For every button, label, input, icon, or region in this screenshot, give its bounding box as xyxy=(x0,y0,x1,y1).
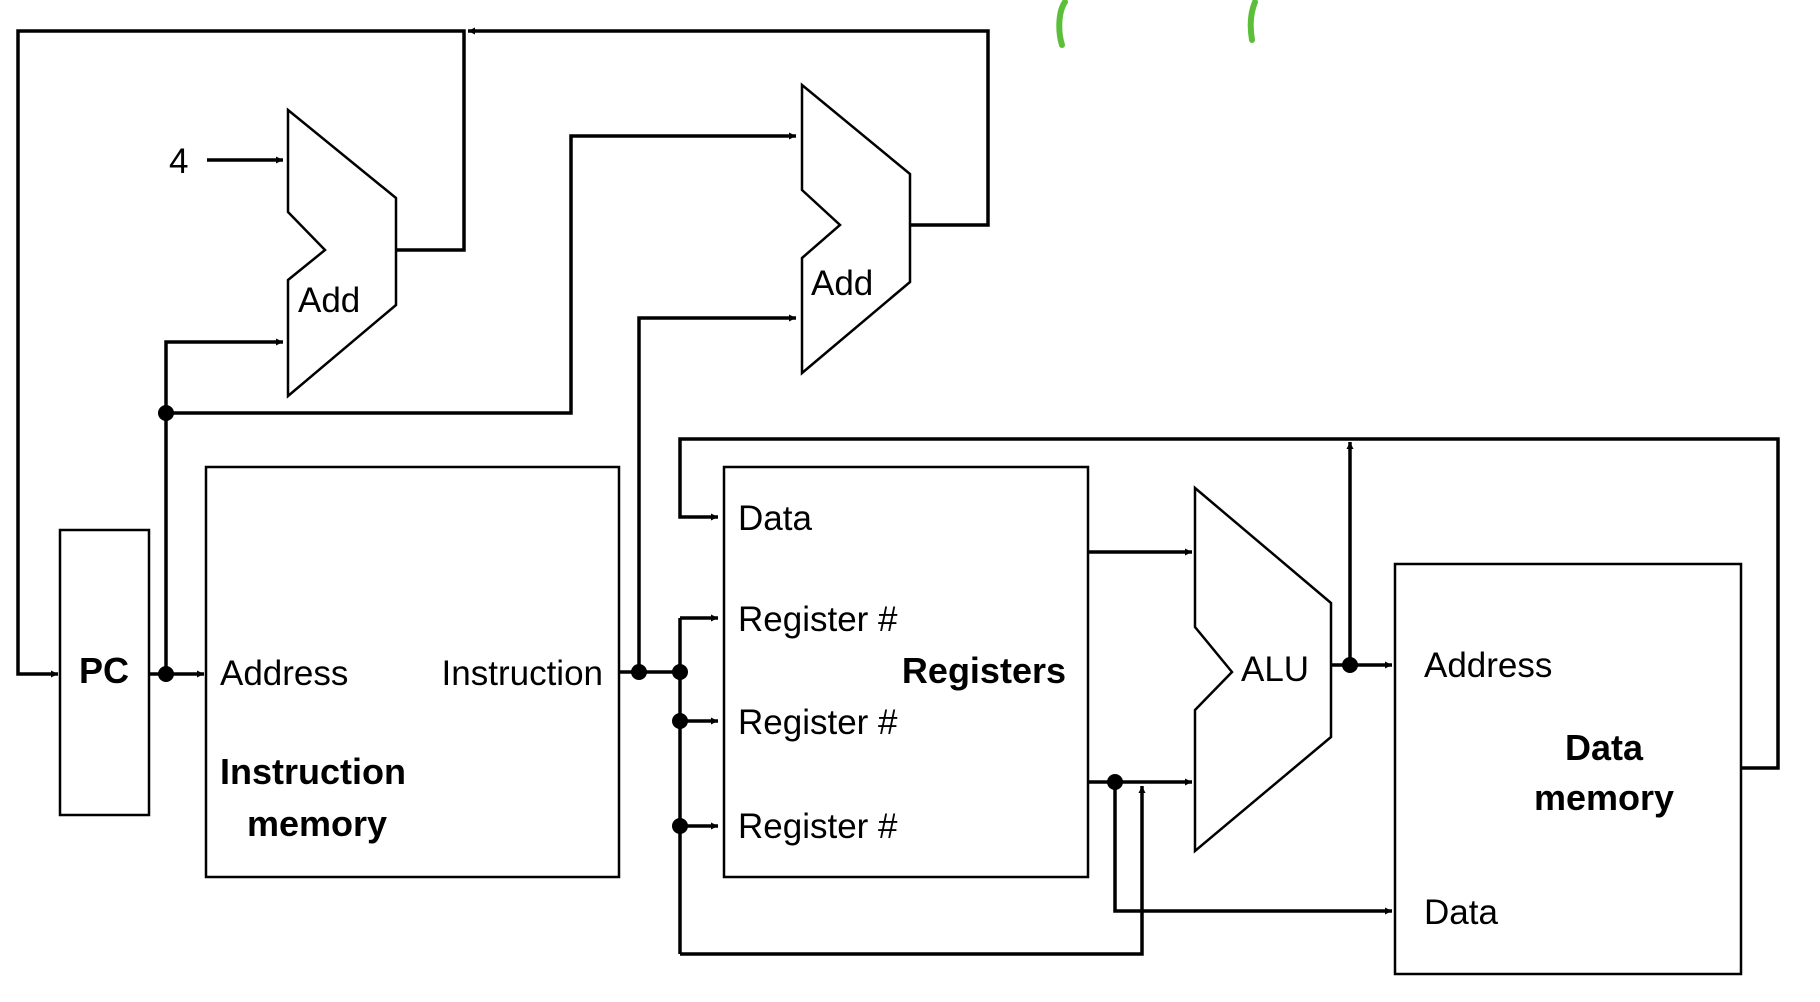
pc-adder xyxy=(286,107,398,399)
pc-register xyxy=(58,528,151,817)
instruction-memory-title-line1: Instruction xyxy=(220,751,406,792)
registers-register-port: Register # xyxy=(738,807,898,846)
instruction-memory-address-port: Address xyxy=(220,654,348,693)
wire-pc-to-branch-adder xyxy=(166,132,796,415)
wire-regout2-to-data-memory xyxy=(1113,782,1392,915)
wire-pc-to-adder xyxy=(164,338,283,674)
pc-label: PC xyxy=(79,650,129,691)
pc-adder-label: Add xyxy=(298,281,360,320)
junction-dot xyxy=(158,666,174,682)
wire-pc-plus-4-feedback xyxy=(16,29,466,678)
junction-dot xyxy=(672,713,688,729)
alu xyxy=(1193,485,1333,854)
branch-adder-label: Add xyxy=(811,264,873,303)
junction-dot xyxy=(672,664,688,680)
junction-dot xyxy=(672,818,688,834)
alu-label: ALU xyxy=(1241,650,1309,689)
registers-register-port: Register # xyxy=(738,600,898,639)
branch-adder xyxy=(800,82,912,376)
wire-instruction-to-branch-adder xyxy=(637,314,796,672)
junction-dot xyxy=(158,405,174,421)
data-memory-title-line1: Data xyxy=(1565,727,1644,768)
handwritten-annotation xyxy=(1056,0,1258,48)
constant-four: 4 xyxy=(169,142,188,181)
junction-dot xyxy=(631,664,647,680)
wire-branch-target-feedback xyxy=(468,27,990,227)
instruction-memory xyxy=(204,465,621,879)
wires xyxy=(16,27,1780,956)
data-memory xyxy=(1393,562,1743,976)
instruction-memory-instruction-port: Instruction xyxy=(442,654,603,693)
junction-dot xyxy=(1107,774,1123,790)
register-file xyxy=(722,465,1090,879)
data-memory-data-port: Data xyxy=(1424,893,1498,932)
wire-immediate-to-alu xyxy=(680,786,1146,956)
wire-writeback xyxy=(678,437,1780,770)
data-memory-title-line2: memory xyxy=(1534,777,1674,818)
junction-dots xyxy=(158,405,1358,834)
registers-register-port: Register # xyxy=(738,703,898,742)
instruction-memory-title-line2: memory xyxy=(247,803,387,844)
registers-title: Registers xyxy=(902,650,1066,691)
data-memory-address-port: Address xyxy=(1424,646,1552,685)
registers-data-port: Data xyxy=(738,499,812,538)
junction-dot xyxy=(1342,657,1358,673)
